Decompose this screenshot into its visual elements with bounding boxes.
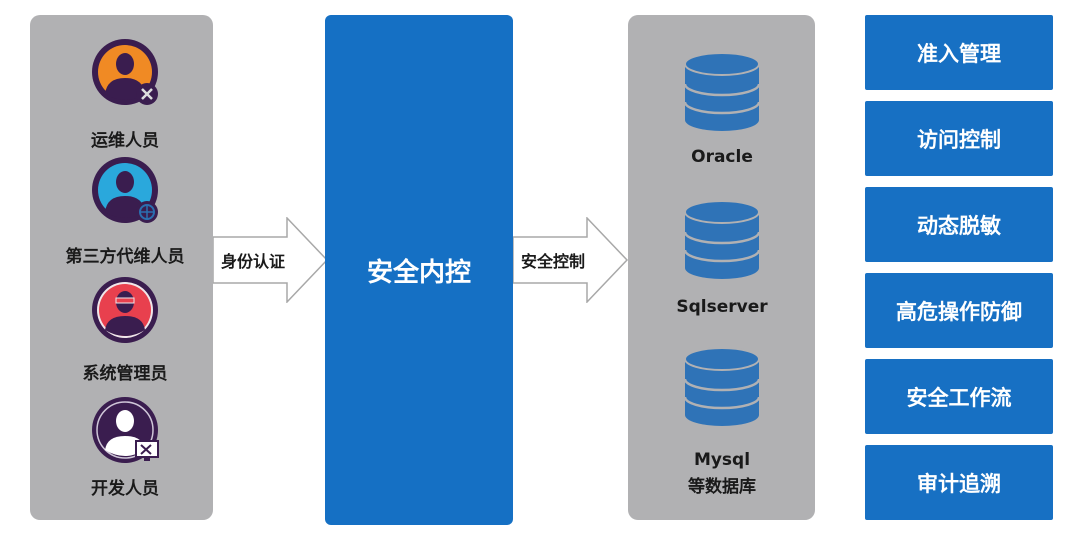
user-label: 第三方代维人员 (65, 247, 185, 267)
database-label: Sqlserver (676, 297, 768, 317)
ops-user-avatar-icon (92, 39, 158, 105)
function-access-control: 访问控制 (865, 101, 1053, 176)
sysadmin-avatar-icon (92, 277, 158, 343)
identity-auth-label: 身份认证 (221, 252, 286, 271)
database-icon (684, 52, 760, 131)
identity-auth-arrow (213, 217, 329, 303)
user-label: 运维人员 (91, 131, 159, 151)
database-label: Oracle (691, 147, 753, 167)
third-party-user-avatar-icon (92, 157, 158, 223)
security-control-label-wrap: 安全控制 (513, 217, 629, 303)
security-control-label: 安全控制 (521, 252, 586, 271)
function-dynamic-masking: 动态脱敏 (865, 187, 1053, 262)
user-label: 开发人员 (91, 479, 159, 499)
function-security-workflow: 安全工作流 (865, 359, 1053, 434)
developer-avatar-icon (92, 397, 159, 463)
function-access-management: 准入管理 (865, 15, 1053, 90)
database-icon (684, 347, 760, 426)
function-audit-trace: 审计追溯 (865, 445, 1053, 520)
database-label: Mysql (693, 450, 751, 470)
database-icon (684, 200, 760, 279)
function-high-risk-defense: 高危操作防御 (865, 273, 1053, 348)
database-label-suffix: 等数据库 (688, 477, 756, 497)
security-control-core: 安全内控 (325, 15, 513, 525)
user-label: 系统管理员 (82, 364, 168, 384)
security-control-arrow (513, 217, 629, 303)
core-label: 安全内控 (366, 257, 471, 288)
identity-auth-label-wrap: 身份认证 (213, 217, 329, 303)
